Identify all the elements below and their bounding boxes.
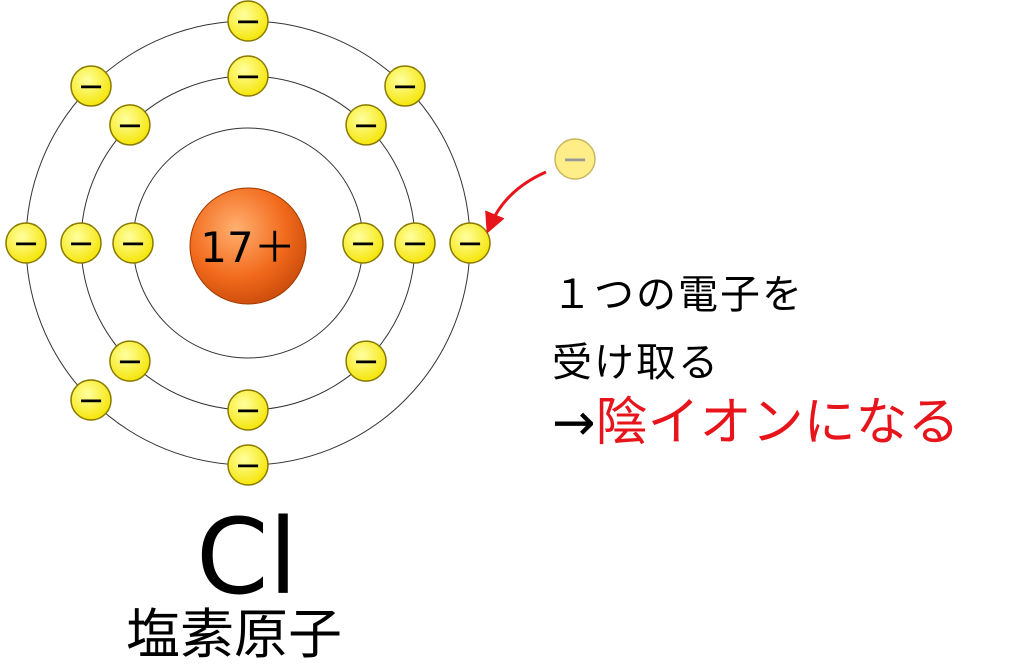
electron-symbol: − [117, 106, 144, 144]
electron-shell-k: − [342, 222, 384, 264]
electron-symbol: − [392, 67, 419, 105]
electron-symbol: − [235, 446, 262, 484]
element-name: 塩素原子 [126, 603, 342, 666]
electron-shell-m: − [227, 0, 269, 42]
electron-symbol: − [117, 342, 144, 380]
electron-symbol: − [402, 224, 429, 262]
electron-shell-m: − [70, 379, 112, 421]
electron-shell-m: − [449, 222, 491, 264]
element-symbol: Cl [196, 496, 298, 618]
electron-shell-l: − [227, 55, 269, 97]
caption-line-3: →陰イオンになる [552, 380, 960, 455]
electron-shell-l: − [394, 222, 436, 264]
electron-symbol: − [457, 224, 484, 262]
electron-shell-m: − [384, 65, 426, 107]
result-arrow: → [552, 393, 596, 453]
electron-symbol: − [235, 57, 262, 95]
electron-shell-m: − [70, 65, 112, 107]
electrons-group: −−−−−−−−−−−−−−−−− [5, 0, 491, 486]
caption-line-1: １つの電子を [552, 272, 804, 318]
electron-symbol: − [350, 224, 377, 262]
incoming-arrow [485, 170, 547, 234]
electron-shell-l: − [345, 104, 387, 146]
electron-symbol: − [78, 67, 105, 105]
incoming-electron-symbol: − [562, 140, 589, 178]
nucleus-label: 17＋ [200, 223, 295, 272]
electron-symbol: − [235, 391, 262, 429]
caption-line-2: 受け取る [552, 340, 720, 386]
electron-shell-m: − [227, 444, 269, 486]
electron-shell-l: − [60, 222, 102, 264]
electron-symbol: − [235, 2, 262, 40]
electron-shell-l: − [227, 389, 269, 431]
electron-symbol: − [120, 224, 147, 262]
electron-shell-l: − [109, 104, 151, 146]
electron-symbol: − [353, 342, 380, 380]
electron-symbol: − [78, 381, 105, 419]
anion-text: 陰イオンになる [595, 393, 960, 453]
electron-symbol: − [353, 106, 380, 144]
electron-shell-l: − [345, 340, 387, 382]
nucleus [189, 187, 307, 305]
electron-shell-m: − [5, 222, 47, 264]
electron-symbol: − [68, 224, 95, 262]
electron-shell-k: − [112, 222, 154, 264]
electron-shell-l: − [109, 340, 151, 382]
incoming-electron: − [554, 138, 596, 180]
electron-symbol: − [13, 224, 40, 262]
